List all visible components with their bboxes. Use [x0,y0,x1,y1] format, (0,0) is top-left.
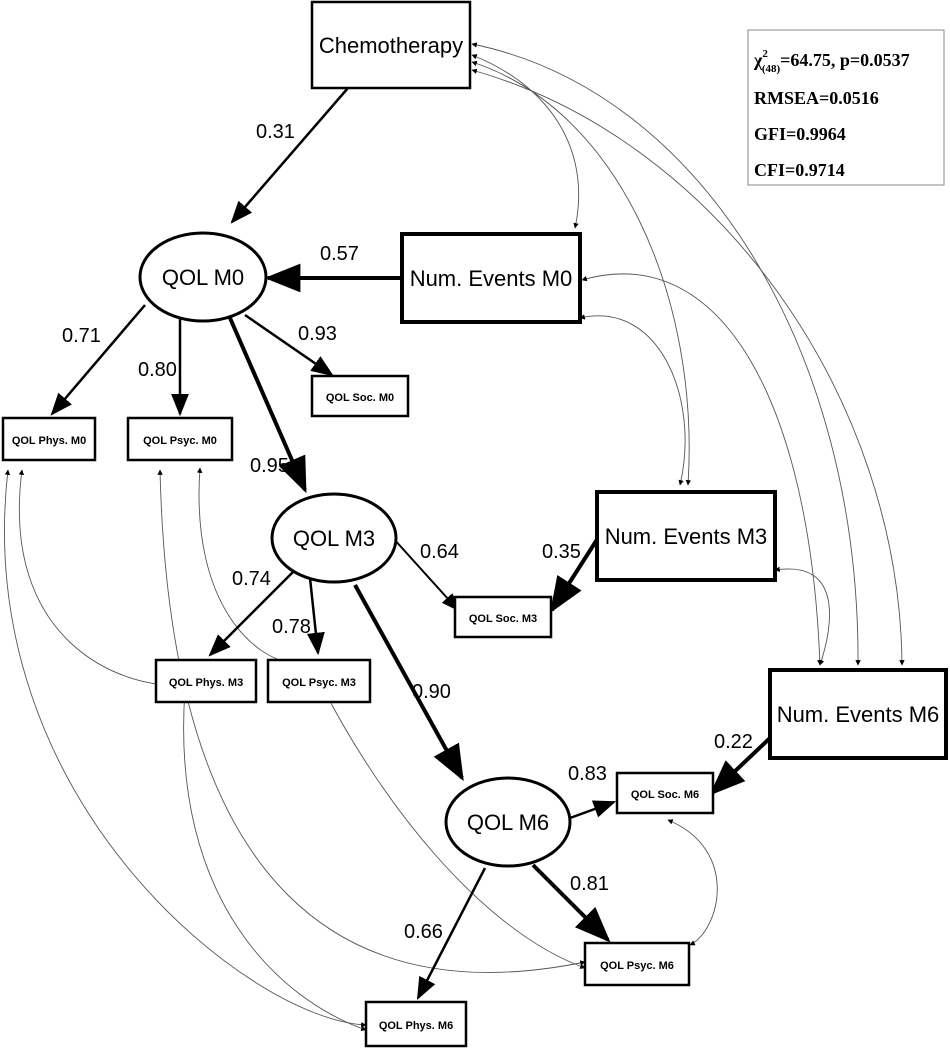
arrow-qol-m6-phys-m6 [416,867,487,1001]
coef-events-m3-soc-m3: 0.35 [542,541,581,563]
svg-text:Chemotherapy: Chemotherapy [319,33,463,58]
node-phys-m3: QOL Phys. M3 [154,658,258,704]
node-events-m0: Num. Events M0 [400,232,582,324]
svg-text:Num. Events M0: Num. Events M0 [410,266,573,291]
coef-qol-m6-phys: 0.66 [404,921,443,943]
coef-qol-m3-qol-m6: 0.90 [412,681,451,703]
latent-ellipses: QOL M0 QOL M3 QOL M6 [138,231,572,868]
svg-text:Num. Events M3: Num. Events M3 [605,524,768,549]
fit-stat-gfi: GFI=0.9964 [754,124,846,144]
svg-text:QOL M0: QOL M0 [162,265,244,290]
fit-stats-box: χ2(48)=64.75, p=0.0537 RMSEA=0.0516 GFI=… [747,29,945,186]
coef-events-m6-soc-m6: 0.22 [714,731,753,753]
coef-qol-m0-qol-m3: 0.95 [250,455,289,477]
svg-text:QOL Phys. M6: QOL Phys. M6 [379,1020,453,1032]
fit-stat-chi: χ2(48)=64.75, p=0.0537 [753,48,910,75]
cov-chemo-events-m0 [471,54,580,229]
coef-qol-m0-phys: 0.71 [62,325,101,347]
observed-boxes-large: Chemotherapy Num. Events M0 Num. Events … [310,0,948,760]
arrow-chemo-qol-m0 [230,87,349,224]
svg-text:QOL M3: QOL M3 [293,526,375,551]
node-events-m6: Num. Events M6 [768,668,948,760]
fit-stat-rmsea: RMSEA=0.0516 [754,88,879,108]
arrow-qol-m0-soc-m0 [244,313,334,377]
node-events-m3: Num. Events M3 [595,490,777,582]
covariance-arrows [4,42,905,1031]
cov-events-m0-events-m3 [579,314,686,486]
path-arrows [50,87,772,1001]
arrow-qol-m3-qol-m6 [353,584,464,782]
svg-text:Num. Events M6: Num. Events M6 [777,702,940,727]
coef-qol-m6-soc: 0.83 [568,763,607,785]
arrow-qol-m3-phys-m3 [208,569,296,657]
cov-soc-m6-psyc-m6 [667,819,718,946]
coef-events-m0-qol-m0: 0.57 [320,243,359,265]
svg-text:QOL Soc. M0: QOL Soc. M0 [326,392,394,404]
node-psyc-m3: QOL Psyc. M3 [266,658,372,704]
cov-phys-m0-phys-m3 [18,469,186,689]
node-qol-m0: QOL M0 [138,231,268,323]
cov-psyc-m3-psyc-m6 [321,685,586,969]
node-qol-m6: QOL M6 [444,776,572,868]
arrow-qol-m0-phys-m0 [50,304,146,416]
node-chemotherapy: Chemotherapy [310,0,472,90]
node-psyc-m6: QOL Psyc. M6 [583,941,691,987]
coef-qol-m0-psyc: 0.80 [138,359,177,381]
node-phys-m6: QOL Phys. M6 [364,1000,468,1048]
svg-text:QOL Psyc. M0: QOL Psyc. M0 [143,435,217,447]
arrow-qol-m6-soc-m6 [569,800,617,820]
node-qol-m3: QOL M3 [270,492,398,584]
arrow-events-m3-soc-m3 [550,536,600,614]
coef-qol-m0-soc: 0.93 [298,323,337,345]
arrow-events-m6-soc-m6 [709,736,772,796]
cov-events-m3-events-m6 [774,566,830,666]
node-psyc-m0: QOL Psyc. M0 [126,416,234,462]
node-soc-m3: QOL Soc. M3 [453,595,553,639]
coef-qol-m3-psyc: 0.78 [272,616,311,638]
arrow-qol-m3-psyc-m3 [306,577,325,656]
fit-stat-cfi: CFI=0.9714 [754,160,845,180]
svg-text:QOL Soc. M3: QOL Soc. M3 [469,613,537,625]
svg-text:QOL M6: QOL M6 [467,810,549,835]
coef-chemo-qol-m0: 0.31 [256,121,295,143]
coefficient-labels: 0.31 0.57 0.71 0.80 0.93 0.95 0.74 0.78 … [62,121,753,943]
arrow-qol-m3-soc-m3 [392,537,460,612]
coef-qol-m3-phys: 0.74 [232,568,271,590]
svg-text:QOL Psyc. M3: QOL Psyc. M3 [282,677,356,689]
arrow-qol-m0-qol-m3 [228,317,307,494]
indicator-boxes: QOL Phys. M0 QOL Psyc. M0 QOL Soc. M0 QO… [1,374,715,1048]
svg-text:QOL Phys. M0: QOL Phys. M0 [12,435,86,447]
cov-phys-m3-phys-m6 [181,689,367,1031]
node-soc-m6: QOL Soc. M6 [615,771,715,815]
node-phys-m0: QOL Phys. M0 [1,416,97,462]
node-soc-m0: QOL Soc. M0 [310,374,410,418]
cov-events-m0-events-m6 [581,273,823,666]
svg-text:QOL Psyc. M6: QOL Psyc. M6 [600,960,674,972]
svg-text:QOL Soc. M6: QOL Soc. M6 [631,789,699,801]
coef-qol-m3-soc: 0.64 [420,541,459,563]
svg-text:QOL Phys. M3: QOL Phys. M3 [169,677,243,689]
arrow-qol-m6-psyc-m6 [531,863,611,943]
coef-qol-m6-psyc: 0.81 [570,873,609,895]
